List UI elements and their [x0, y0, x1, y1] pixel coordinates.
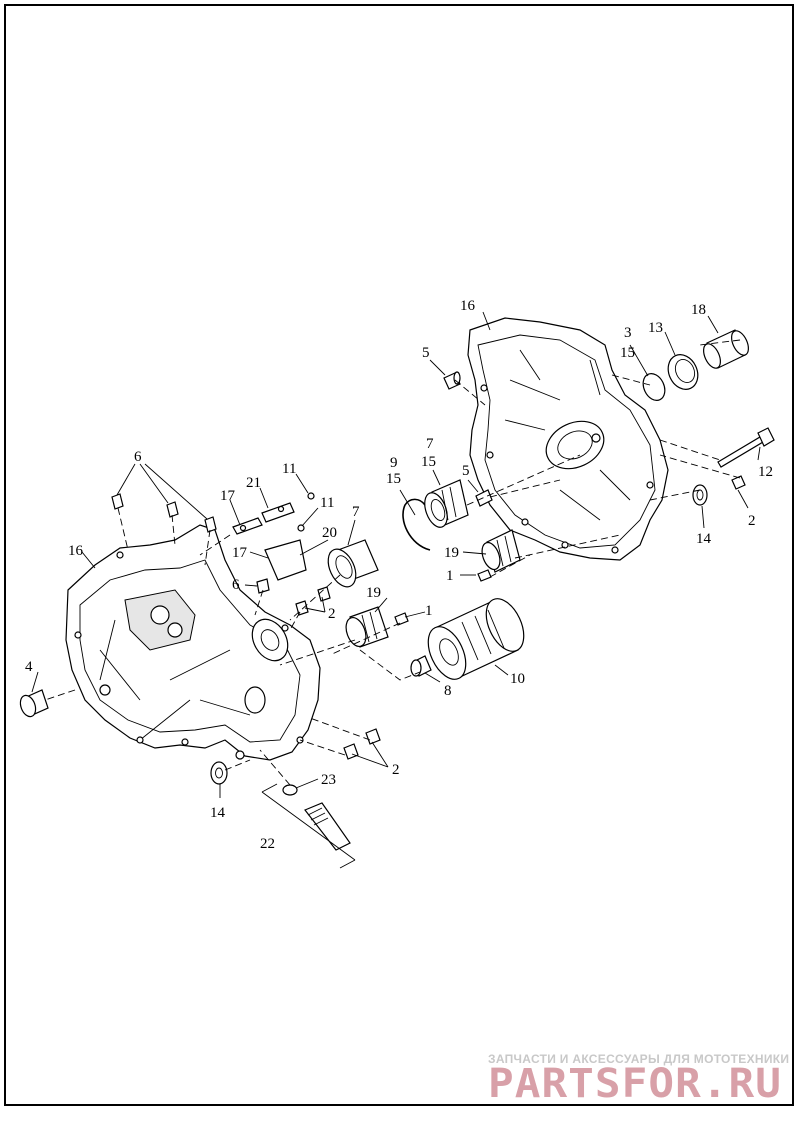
callout-7-mid: 7: [426, 436, 434, 452]
callout-14-left: 14: [210, 805, 226, 821]
callout-17-top: 17: [220, 488, 236, 504]
part-14-seal-right: [692, 484, 708, 506]
part-8-fitting: [410, 655, 432, 677]
part-15-ring-top: [642, 373, 666, 401]
part-2-dowels-low: [343, 728, 381, 760]
part-5-dowel-top: [443, 371, 461, 390]
part-6-dowels: [111, 493, 217, 533]
callout-1-mid: 1: [446, 568, 454, 584]
part-10-oil-filter: [427, 598, 525, 680]
part-7-bearing-mid: [424, 479, 469, 528]
callout-5-mid: 5: [462, 463, 470, 479]
part-13-race: [667, 354, 699, 390]
part-5-dowel-mid: [475, 489, 493, 507]
callout-23: 23: [321, 772, 336, 788]
callout-5-top: 5: [422, 345, 430, 361]
callout-16-right: 16: [460, 298, 476, 314]
callout-numbers: 16 18 3 13 5 15 7 9 15 15 5 12 2 14 19 1…: [25, 298, 773, 852]
part-22-fitting: [304, 802, 351, 851]
callout-1-low: 1: [425, 603, 433, 619]
part-6-dowel-mid: [256, 578, 270, 594]
callout-17-mid: 17: [232, 545, 248, 561]
callout-13: 13: [648, 320, 663, 336]
callout-7-left: 7: [352, 504, 360, 520]
watermark: ЗАПЧАСТИ И АКСЕССУАРЫ ДЛЯ МОТОТЕХНИКИ PA…: [488, 1052, 789, 1107]
part-9-snap-ring: [402, 498, 431, 551]
part-12-bolt: [717, 427, 775, 468]
part-11-screw-top: [307, 492, 315, 500]
part-1-screw-low: [394, 612, 409, 626]
callout-2-right: 2: [748, 513, 756, 529]
callout-16-left: 16: [68, 543, 84, 559]
callout-15-top: 15: [620, 345, 635, 361]
callout-8: 8: [444, 683, 452, 699]
part-1-screw-mid: [477, 569, 492, 582]
part-2-dowels-mid: [295, 586, 331, 616]
callout-2-mid: 2: [328, 606, 336, 622]
callout-10: 10: [510, 671, 525, 687]
callout-3: 3: [624, 325, 632, 341]
callout-6-mid: 6: [232, 577, 240, 593]
callout-15-mid: 15: [421, 454, 436, 470]
callout-20: 20: [322, 525, 337, 541]
callout-19-low: 19: [366, 585, 381, 601]
leader-lines: [31, 311, 761, 869]
part-14-seal-left: [210, 761, 228, 785]
callout-21: 21: [246, 475, 261, 491]
callout-14-right: 14: [696, 531, 712, 547]
callout-2-low: 2: [392, 762, 400, 778]
part-19-bearing-mid: [481, 529, 521, 573]
part-7-bearing-left: [327, 539, 379, 588]
part-11-screw-mid: [297, 524, 305, 532]
part-23-o-ring: [282, 784, 298, 796]
watermark-brand: PARTSFOR.RU: [488, 1061, 782, 1107]
callout-12: 12: [758, 464, 773, 480]
part-19-bearing-low: [345, 606, 389, 648]
drawing-frame: [4, 4, 794, 1106]
callout-11-top: 11: [282, 461, 296, 477]
watermark-caption: ЗАПЧАСТИ И АКСЕССУАРЫ ДЛЯ МОТОТЕХНИКИ: [488, 1052, 789, 1066]
callout-11-mid: 11: [320, 495, 334, 511]
part-21-17-brackets: [232, 502, 295, 535]
callout-19-mid: 19: [444, 545, 459, 561]
callout-18: 18: [691, 302, 706, 318]
right-crankcase-half: [467, 317, 669, 561]
assembly-dashed-lines: [44, 339, 741, 786]
callout-9: 9: [390, 455, 398, 471]
left-crankcase-half: [65, 524, 321, 761]
callout-6-top: 6: [134, 449, 142, 465]
part-18-bearing-sleeve: [703, 329, 749, 369]
part-4-seal: [19, 689, 49, 718]
callout-22: 22: [260, 836, 275, 852]
part-20-plate: [264, 539, 307, 581]
callout-15-ring: 15: [386, 471, 401, 487]
callout-4: 4: [25, 659, 33, 675]
